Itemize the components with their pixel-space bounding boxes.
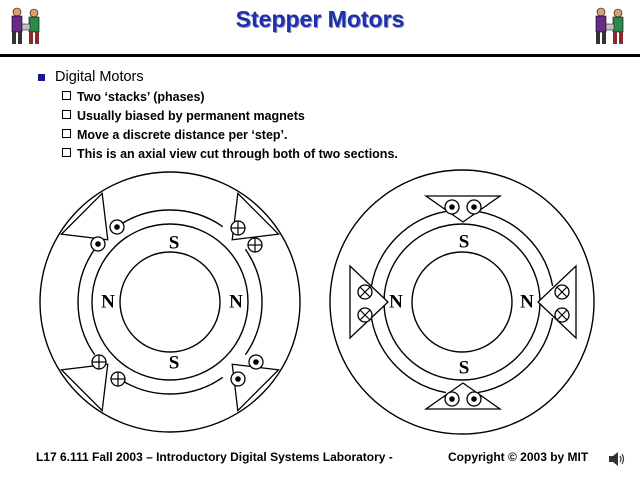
pole-label: S — [169, 353, 180, 374]
stator-pole-tooth — [60, 192, 109, 241]
winding-arc — [477, 317, 554, 394]
pole-label: N — [389, 292, 403, 313]
checkbox-bullet-icon — [62, 129, 71, 138]
winding-arc — [477, 210, 554, 287]
two-figures-logo-icon — [595, 7, 624, 44]
sub-bullet: Two ‘stacks’ (phases) — [62, 90, 205, 104]
stator-pole-tooth — [423, 382, 503, 410]
winding-arc — [244, 248, 263, 356]
sub-bullet: Move a discrete distance per ‘step’. — [62, 128, 288, 142]
pole-label: N — [229, 292, 243, 313]
rotor-outer-ring — [91, 223, 249, 381]
winding-arc — [116, 209, 224, 228]
slide-title: Stepper Motors — [235, 6, 405, 32]
current-dot — [471, 204, 477, 210]
current-dot — [471, 396, 477, 402]
pole-label: S — [459, 232, 470, 253]
winding-arc — [77, 248, 96, 356]
checkbox-bullet-icon — [62, 148, 71, 157]
current-dot — [114, 224, 120, 230]
rotor-inner-ring — [119, 251, 221, 353]
footer-copyright: Copyright © 2003 by MIT — [448, 450, 589, 464]
winding-arc — [370, 317, 447, 394]
pole-label: N — [520, 292, 534, 313]
speaker-icon[interactable] — [606, 448, 628, 470]
pole-label: S — [459, 358, 470, 379]
checkbox-bullet-icon — [62, 91, 71, 100]
bullet-square-icon — [38, 74, 45, 81]
sub-bullet: This is an axial view cut through both o… — [62, 147, 398, 161]
current-dot — [449, 204, 455, 210]
left-motor-diagram: S N N S — [39, 171, 301, 433]
right-motor-diagram: S N N S — [329, 169, 595, 435]
current-dot — [449, 396, 455, 402]
two-figures-logo-icon — [11, 7, 40, 44]
pole-label: S — [169, 233, 180, 254]
title-divider — [0, 54, 640, 57]
current-dot — [253, 359, 259, 365]
footer-course: L17 6.111 Fall 2003 – Introductory Digit… — [36, 450, 393, 464]
main-bullet-text: Digital Motors — [55, 69, 144, 85]
stator-pole-tooth — [231, 363, 280, 412]
stator-pole-tooth — [537, 264, 577, 340]
rotor-inner-ring — [411, 251, 513, 353]
checkbox-bullet-icon — [62, 110, 71, 119]
pole-label: N — [101, 292, 115, 313]
current-dot — [235, 376, 241, 382]
stator-pole-tooth — [60, 363, 109, 412]
winding-arc — [370, 210, 447, 287]
winding-arc — [116, 376, 224, 395]
outer-stator-ring — [329, 169, 595, 435]
outer-stator-ring — [39, 171, 301, 433]
sub-bullet: Usually biased by permanent magnets — [62, 109, 305, 123]
current-dot — [95, 241, 101, 247]
stator-pole-tooth — [349, 264, 389, 340]
stator-pole-tooth — [423, 195, 503, 223]
